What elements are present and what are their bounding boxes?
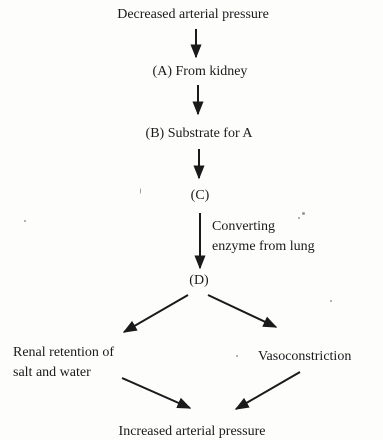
- edge-label-converting-enzyme: Converting enzyme from lung: [212, 218, 315, 255]
- scan-speck: [302, 212, 305, 215]
- scan-speck: [330, 300, 332, 302]
- arrow-d-to-left: [122, 294, 189, 333]
- node-renal-retention-line-2: salt and water: [13, 365, 91, 380]
- scan-speck: [24, 220, 26, 222]
- arrow-d-to-right: [207, 294, 278, 328]
- node-b: (B) Substrate for A: [145, 126, 253, 141]
- arrow-left-to-bottom: [121, 377, 192, 409]
- node-renal-retention-line-1: Renal retention of: [13, 345, 115, 360]
- scan-speck: [140, 188, 141, 194]
- edge-label-line-2: enzyme from lung: [212, 239, 315, 254]
- scan-speck: [298, 217, 300, 219]
- scan-speck: [236, 355, 238, 357]
- node-c: (C): [190, 188, 210, 203]
- node-decreased-pressure: Decreased arterial pressure: [117, 7, 269, 22]
- node-renal-retention: Renal retention of salt and water: [13, 344, 114, 381]
- edge-label-line-1: Converting: [212, 219, 275, 234]
- arrow-right-to-bottom: [234, 371, 301, 410]
- node-increased-pressure: Increased arterial pressure: [118, 424, 266, 439]
- node-a: (A) From kidney: [152, 64, 248, 79]
- node-vasoconstriction: Vasoconstriction: [258, 349, 352, 364]
- node-d: (D): [189, 273, 209, 288]
